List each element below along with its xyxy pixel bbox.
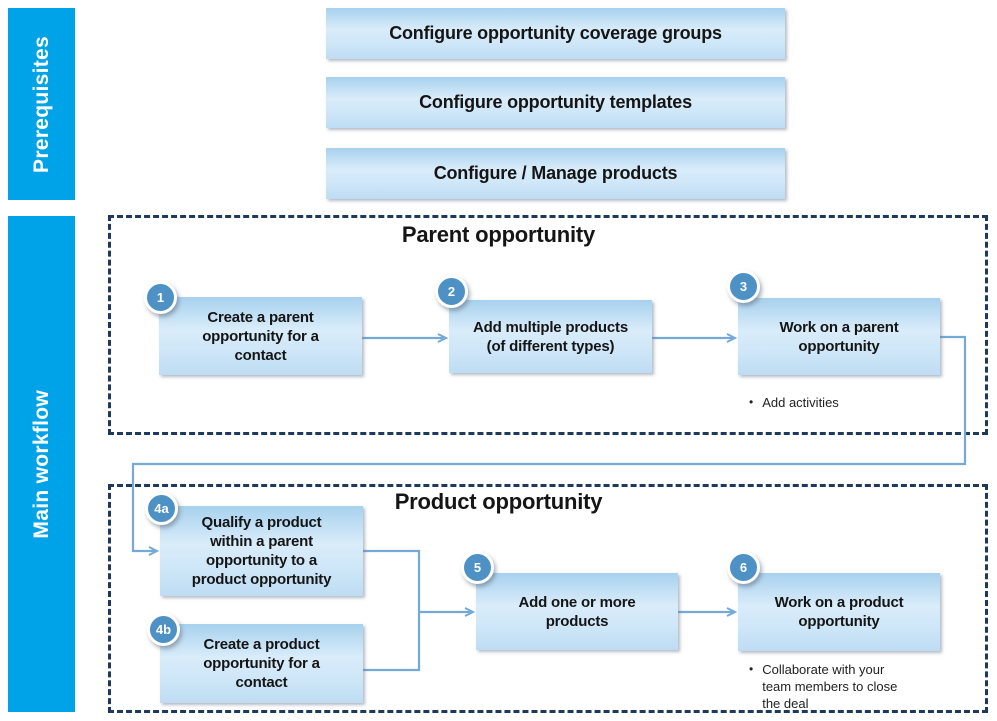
step-box-5: Add one or more products [476,573,678,650]
step-badge-5: 5 [461,551,494,584]
step-label-2: Add multiple products (of different type… [473,318,628,355]
main-workflow-band-label: Main workflow [29,389,53,539]
prerequisites-band-label: Prerequisites [29,35,53,173]
step-label-5: Add one or more products [518,593,636,630]
step6-bullet-item: Collaborate with your team members to cl… [749,661,907,712]
prerequisite-label: Configure opportunity coverage groups [389,23,722,43]
step-box-1: Create a parent opportunity for a contac… [159,297,362,375]
prerequisite-label: Configure / Manage products [433,163,678,183]
step-badge-4a: 4a [145,492,178,525]
step-label-1: Create a parent opportunity for a contac… [202,308,319,364]
step-box-6: Work on a product opportunity [738,573,940,651]
step-badge-4b: 4b [147,613,180,646]
step-box-4b: Create a product opportunity for a conta… [160,624,363,703]
step-box-4a: Qualify a product within a parent opport… [160,506,363,596]
step-badge-2: 2 [435,275,468,308]
step-box-3: Work on a parent opportunity [738,298,940,375]
step3-bullet-item: Add activities [749,394,929,411]
step-label-4b: Create a product opportunity for a conta… [203,636,320,691]
prerequisite-item-coverage-groups: Configure opportunity coverage groups [326,8,785,59]
step-label-4a: Qualify a product within a parent opport… [191,514,332,588]
sidebar-band-prerequisites: Prerequisites [8,8,75,200]
prerequisite-item-templates: Configure opportunity templates [326,77,785,128]
step-box-2: Add multiple products (of different type… [449,300,652,373]
step3-bullet-text: Add activities [762,395,839,410]
prerequisite-item-products: Configure / Manage products [326,148,785,199]
step6-bullet-text: Collaborate with your team members to cl… [762,662,898,711]
step-label-6: Work on a product opportunity [774,594,904,630]
step-label-3: Work on a parent opportunity [779,318,899,355]
step-badge-6: 6 [727,551,760,584]
parent-section-title: Parent opportunity [401,222,596,247]
sidebar-band-main-workflow: Main workflow [8,216,75,712]
prerequisite-label: Configure opportunity templates [419,92,692,112]
step-badge-3: 3 [727,270,760,303]
step-badge-1: 1 [144,281,177,314]
